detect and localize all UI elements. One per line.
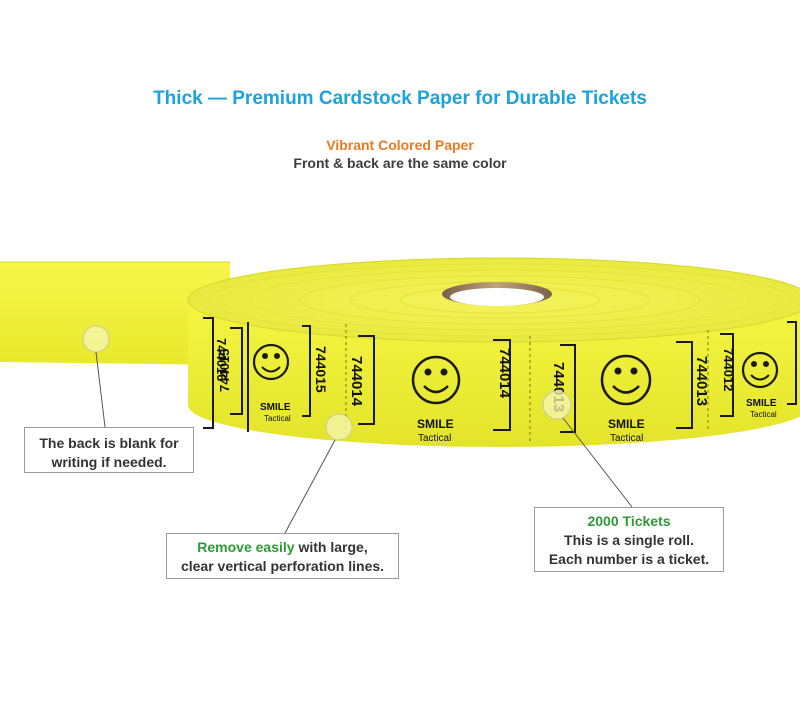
callout-back-blank: The back is blank for writing if needed. bbox=[24, 427, 194, 473]
ticket-744014 bbox=[358, 335, 511, 431]
leader-perforation bbox=[284, 439, 336, 534]
callout-tickets-line2: This is a single roll. bbox=[564, 532, 694, 548]
unrolled-strip bbox=[0, 261, 230, 365]
subtitle: Front & back are the same color bbox=[293, 155, 507, 171]
callout-back-line1: The back is blank for bbox=[39, 435, 179, 451]
marker-tickets bbox=[542, 390, 572, 420]
marker-perforation bbox=[325, 413, 353, 441]
ticket-brand: SMILE bbox=[746, 398, 777, 409]
ticket-number: 744012 bbox=[721, 348, 736, 391]
subtitle-accent: Vibrant Colored Paper bbox=[326, 137, 474, 153]
ticket-number: 744016 bbox=[214, 338, 229, 381]
ticket-band bbox=[203, 317, 797, 442]
leader-tickets bbox=[562, 417, 633, 508]
callout-markers bbox=[82, 325, 633, 534]
callout-remove-line1: Remove easily with large, bbox=[167, 538, 398, 557]
callout-remove-line1-rest: with large, bbox=[294, 539, 368, 555]
roll-side bbox=[188, 305, 800, 447]
callout-tickets-line3: Each number is a ticket. bbox=[548, 551, 710, 567]
ticket-number: 744013 bbox=[693, 356, 710, 406]
callout-remove-line2: clear vertical perforation lines. bbox=[180, 558, 385, 574]
ticket-744015 bbox=[203, 317, 311, 432]
callout-back-line2: writing if needed. bbox=[51, 454, 167, 470]
ticket-number: 744015 bbox=[217, 349, 232, 392]
ticket-sub-brand: Tactical bbox=[418, 433, 451, 444]
page-title: Thick — Premium Cardstock Paper for Dura… bbox=[153, 88, 647, 109]
ticket-number: 744014 bbox=[496, 348, 513, 399]
ticket-sub-brand: Tactical bbox=[610, 433, 643, 444]
ticket-brand: SMILE bbox=[417, 417, 454, 431]
callout-remove-accent: Remove easily bbox=[197, 539, 295, 555]
ticket-brand: SMILE bbox=[260, 402, 291, 413]
callout-remove-easily: Remove easily with large, clear vertical… bbox=[166, 533, 399, 579]
ticket-sub-brand: Tactical bbox=[750, 410, 777, 419]
roll-core bbox=[442, 282, 552, 306]
ticket-744012 bbox=[720, 321, 797, 417]
leader-back bbox=[95, 351, 106, 428]
ticket-744013 bbox=[560, 341, 693, 433]
callout-2000-tickets: 2000 Tickets This is a single roll. Each… bbox=[534, 507, 724, 572]
ticket-brand: SMILE bbox=[608, 417, 645, 431]
ticket-sub-brand: Tactical bbox=[264, 414, 291, 423]
callout-tickets-accent: 2000 Tickets bbox=[587, 513, 671, 529]
ticket-number: 744014 bbox=[348, 356, 365, 407]
ticket-number: 744015 bbox=[313, 346, 329, 393]
marker-back bbox=[82, 325, 110, 353]
